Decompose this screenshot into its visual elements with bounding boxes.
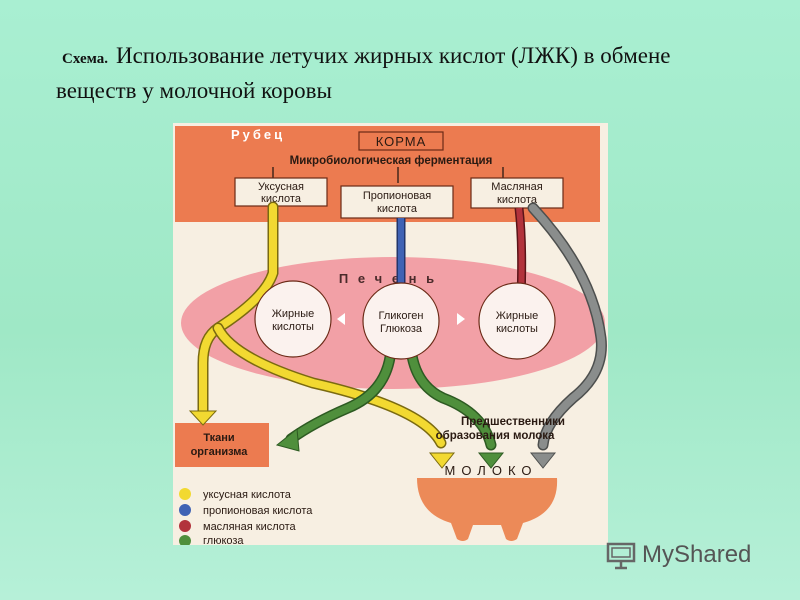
slide-title: Схема.Использование летучих жирных кисло… [56, 40, 756, 107]
legend: уксусная кислота пропионовая кислота мас… [179, 488, 313, 545]
gray-arrowhead-milk [529, 452, 557, 469]
rumen-title: Рубец [231, 127, 285, 142]
glycogen-line1: Гликоген [379, 310, 424, 322]
fatty-right-line1: Жирные [496, 310, 539, 322]
legend-swatch-butyric [179, 520, 191, 532]
myshared-logo: MyShared [606, 538, 751, 572]
liver-arrow-right [457, 313, 465, 325]
gray-path-fill [529, 204, 606, 449]
liver-glycogen [362, 282, 440, 360]
tissues-line2: организма [191, 446, 249, 458]
propionic-line2: кислота [377, 203, 418, 215]
tissues-block [175, 423, 269, 467]
legend-swatch-acetic [179, 488, 191, 500]
feed-label: КОРМА [376, 134, 427, 149]
liver-arrow-left [337, 313, 345, 325]
fatty-right-line2: кислоты [496, 323, 538, 335]
glycogen-line2: Глюкоза [380, 323, 423, 335]
glucose-path-to-tissues-fill [287, 345, 395, 443]
propionic-line1: Пропионовая [363, 190, 431, 202]
liver-fatty-acids-right [478, 282, 556, 360]
glucose-arrowhead-tissues [275, 428, 300, 452]
liver-title: П е ч е н ь [339, 271, 437, 286]
legend-label-butyric: масляная кислота [203, 521, 297, 533]
fermentation-label: Микробиологическая ферментация [290, 155, 493, 167]
legend-label-acetic: уксусная кислота [203, 489, 292, 501]
acetic-line1: Уксусная [258, 181, 304, 193]
acetic-line2: кислота [261, 193, 302, 205]
legend-label-glucose: глюкоза [203, 535, 244, 545]
legend-label-propionic: пропионовая кислота [203, 505, 313, 517]
milk-label: МОЛОКО [445, 463, 538, 478]
presentation-screen-icon [606, 542, 636, 570]
tissues-line1: Ткани [203, 432, 234, 444]
glucose-arrowhead-milk [477, 452, 505, 469]
glucose-path-to-milk-fill [407, 345, 495, 449]
feed-box [358, 131, 444, 151]
butyric-line1: Масляная [491, 181, 542, 193]
acetic-arrowhead-milk [428, 452, 456, 469]
acetic-path-to-milk-fill [214, 324, 445, 447]
legend-swatch-glucose [179, 535, 191, 545]
fatty-left-line1: Жирные [272, 308, 315, 320]
udder-shape [417, 478, 558, 541]
acetic-arrowhead-tissues [188, 410, 218, 426]
watermark-text: MyShared [642, 541, 752, 568]
title-text: Использование летучих жирных кислот (ЛЖК… [56, 43, 671, 103]
butyric-acid-box [470, 177, 564, 209]
fatty-left-line2: кислоты [272, 321, 314, 333]
legend-swatch-propionic [179, 504, 191, 516]
scheme-label: Схема. [62, 51, 108, 67]
precursors-line2: образования молока [436, 430, 555, 442]
vfa-metabolism-diagram: Рубец КОРМА Микробиологическая ферментац… [173, 123, 608, 545]
acetic-acid-box [234, 177, 328, 207]
precursors-line1: Предшественники [461, 416, 565, 428]
butyric-line2: кислота [497, 194, 538, 206]
liver-fatty-acids-left [254, 280, 332, 358]
